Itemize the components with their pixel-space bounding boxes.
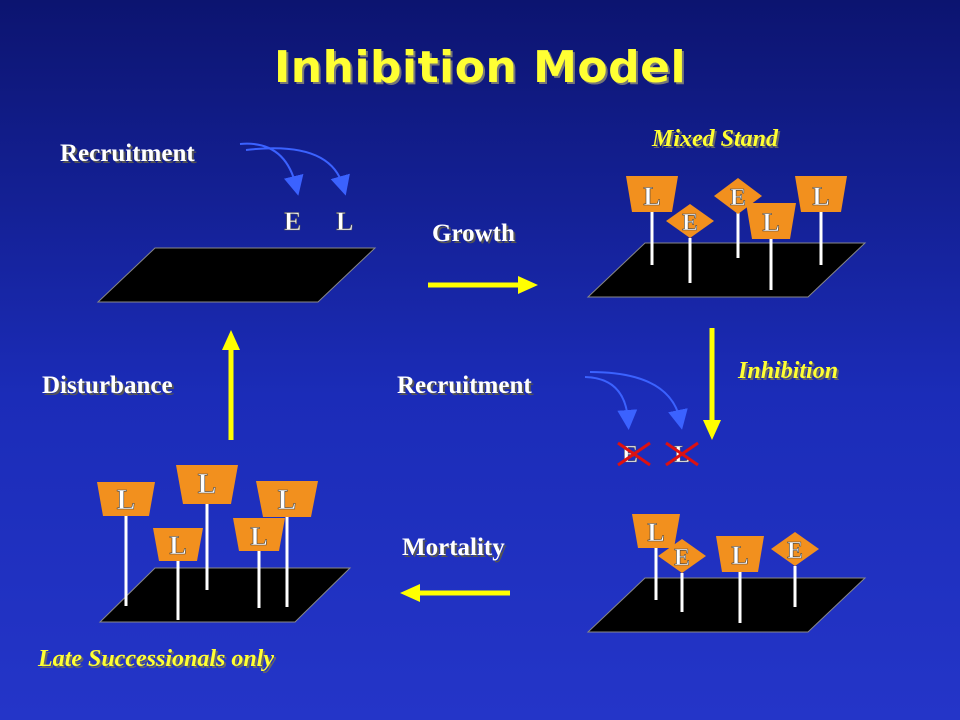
- svg-text:L: L: [117, 485, 136, 516]
- plot-top-left: [96, 247, 377, 303]
- svg-text:L: L: [250, 522, 267, 551]
- svg-text:L: L: [198, 469, 217, 500]
- svg-text:L: L: [169, 531, 186, 560]
- svg-text:E: E: [674, 545, 690, 571]
- blocked-cross-e: [617, 441, 651, 467]
- svg-text:L: L: [812, 182, 829, 211]
- growth-arrow: [428, 276, 538, 294]
- recruit-letter-l-top: L: [336, 207, 353, 236]
- tree-late-l3: L: [153, 528, 203, 620]
- mixed-stand-label: Mixed Stand: [652, 126, 779, 152]
- tree-late-l1: L: [97, 482, 155, 606]
- recruitment-curve-e-mid: [584, 376, 638, 430]
- plot-bottom-right: [586, 577, 867, 633]
- svg-text:L: L: [278, 485, 297, 516]
- blocked-cross-l: [665, 441, 699, 467]
- tree-mixed-l3: L: [746, 203, 796, 290]
- growth-label: Growth: [432, 220, 515, 247]
- tree-br-e1: E: [658, 539, 706, 612]
- svg-text:L: L: [762, 208, 779, 237]
- tree-mixed-l4: L: [795, 176, 847, 265]
- slide-title: Inhibition Model: [273, 42, 687, 93]
- recruitment-label-mid: Recruitment: [397, 372, 532, 399]
- plot-mixed-stand: [586, 242, 867, 298]
- tree-mixed-e1: E: [666, 204, 714, 283]
- recruitment-curve-l-top: [245, 147, 350, 196]
- disturbance-label: Disturbance: [42, 372, 173, 399]
- tree-br-l2: L: [716, 536, 764, 623]
- recruitment-curve-l-mid: [589, 371, 688, 430]
- mortality-label: Mortality: [402, 534, 505, 561]
- recruitment-curve-e-top: [239, 142, 304, 196]
- svg-text:L: L: [643, 182, 660, 211]
- svg-text:E: E: [787, 538, 803, 564]
- tree-late-l5: L: [233, 518, 285, 608]
- svg-text:L: L: [731, 541, 748, 570]
- recruitment-label-top: Recruitment: [60, 140, 195, 167]
- mortality-arrow: [400, 584, 510, 602]
- tree-br-l1: L: [632, 514, 680, 600]
- disturbance-arrow: [222, 330, 240, 440]
- tree-br-e2: E: [771, 532, 819, 607]
- plot-late-successionals: [98, 567, 352, 623]
- tree-late-l4: L: [256, 481, 318, 607]
- svg-text:E: E: [682, 210, 698, 236]
- tree-late-l2: L: [176, 465, 238, 590]
- recruit-letter-e-top: E: [284, 207, 301, 236]
- inhibition-label: Inhibition: [738, 358, 839, 384]
- tree-mixed-l1: L: [626, 176, 678, 265]
- svg-text:L: L: [647, 518, 664, 547]
- late-successionals-label: Late Successionals only: [38, 646, 275, 672]
- svg-text:E: E: [730, 185, 746, 211]
- inhibition-arrow: [703, 328, 721, 440]
